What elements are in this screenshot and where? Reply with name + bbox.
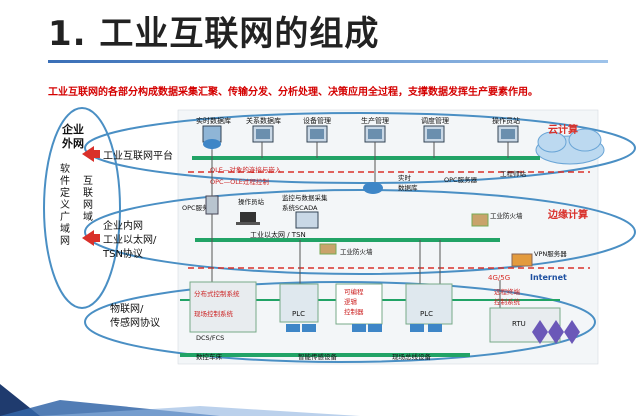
plc-box-label-2: 逻辑 — [344, 297, 358, 306]
callout-intranet-2: 工业以太网/ — [103, 233, 157, 246]
firewall-icon-1 — [319, 243, 337, 255]
firewall-icon-2 — [471, 213, 489, 227]
dcs-box — [189, 281, 257, 333]
plc-box-1 — [279, 283, 319, 323]
ole-label: OLE—对象的连接与嵌入 — [210, 165, 282, 174]
firewall-label-1: 工业防火墙 — [340, 247, 373, 256]
plc-label-1: PLC — [292, 310, 305, 318]
production-mgmt-icon — [364, 125, 386, 143]
rtu-sensors — [532, 320, 580, 344]
router-icon — [203, 139, 221, 149]
opc-ole-label: OPC—OLE过程控制 — [210, 177, 269, 186]
left-top-label-line1: 企业 — [61, 122, 84, 136]
arrow-platform — [82, 146, 100, 162]
page-subtitle: 工业互联网的各部分构成数据采集汇聚、传输分发、分析处理、决策应用全过程，支撑数据… — [48, 87, 538, 98]
top-label-5: 调度管理 — [421, 116, 449, 125]
plc-box-label-3: 控制器 — [344, 307, 364, 316]
top-label-6: 操作员站 — [492, 116, 520, 125]
plc-box-label-1: 可编程 — [344, 287, 364, 296]
vpn-server-icon — [511, 253, 533, 267]
cloud-label: 云计算 — [548, 123, 578, 136]
rtu-label: RTU — [512, 320, 526, 328]
vpn-label: VPN服务器 — [534, 249, 567, 258]
scada-label-1: 监控与数据采集 — [282, 193, 328, 202]
callout-platform: 工业互联网平台 — [103, 149, 173, 162]
corner-decoration — [0, 384, 360, 416]
callout-intranet-1: 企业内网 — [103, 219, 143, 232]
iot-oval — [84, 281, 596, 363]
top-label-4: 生产管理 — [361, 116, 389, 125]
callout-iot-2: 传感网协议 — [110, 316, 160, 329]
g45-label: 4G/5G — [488, 274, 510, 282]
cloud-icon — [535, 128, 605, 165]
top-label-3: 设备管理 — [303, 116, 331, 125]
dispatch-mgmt-icon — [423, 125, 445, 143]
dcs-short-label: DCS/FCS — [196, 334, 224, 342]
callout-iot-1: 物联网/ — [110, 302, 144, 315]
ethernet-label: 工业以太网 / TSN — [250, 230, 306, 239]
top-label-1: 实时数据库 — [196, 116, 231, 125]
scada-label-2: 系统SCADA — [282, 203, 318, 212]
relational-db-icon — [252, 125, 274, 143]
site-label: 现场控制系统 — [194, 309, 234, 318]
edge-label: 边缘计算 — [547, 208, 588, 221]
remote-label-1: 远程终端 — [494, 287, 521, 296]
plc-controller-box — [335, 283, 383, 325]
operator-label: 操作员站 — [238, 197, 265, 206]
bus-label-2: 智能传感设备 — [298, 352, 338, 361]
realtime-label-1: 实时 — [398, 173, 412, 182]
operator-laptop-icon — [236, 212, 260, 225]
eng-station-label: 工程师站 — [500, 169, 527, 178]
opc-server2-label: OPC服务器 — [444, 175, 478, 184]
callout-intranet-3: TSN协议 — [102, 247, 143, 260]
operator-station-icon — [497, 125, 519, 143]
left-outer-oval — [43, 107, 121, 309]
plc-label-2: PLC — [420, 310, 433, 318]
field-switches — [286, 324, 442, 332]
opc-server-icon — [205, 195, 219, 215]
top-label-2: 关系数据库 — [246, 116, 281, 125]
title-underline — [48, 60, 608, 63]
intranet-oval — [84, 189, 636, 275]
left-top-label-line2: 外网 — [61, 136, 84, 150]
switch-icon — [363, 182, 383, 194]
page-title: 1. 工业互联网的组成 — [48, 14, 380, 54]
left-vertical-label-inner: 互联网域 — [83, 175, 93, 223]
plc-box-2 — [405, 283, 453, 325]
realtime-label-2: 数据库 — [398, 183, 418, 192]
bus-label-3: 现场总线设备 — [392, 352, 432, 361]
firewall-label-2: 工业防火墙 — [490, 211, 523, 220]
platform-oval — [84, 112, 636, 184]
rtu-box — [489, 307, 561, 343]
dcs-label: 分布式控制系统 — [194, 289, 240, 298]
remote-label-2: 控制系统 — [494, 297, 521, 306]
bus-label-1: 数控车床 — [196, 352, 223, 361]
device-mgmt-icon — [306, 125, 328, 143]
scada-pc-icon — [295, 211, 319, 229]
arrow-intranet — [82, 230, 100, 246]
opc-server-label: OPC服务器 — [182, 203, 216, 212]
internet-label: Internet — [530, 273, 567, 282]
left-vertical-label: 软件定义广域网 — [60, 162, 70, 247]
